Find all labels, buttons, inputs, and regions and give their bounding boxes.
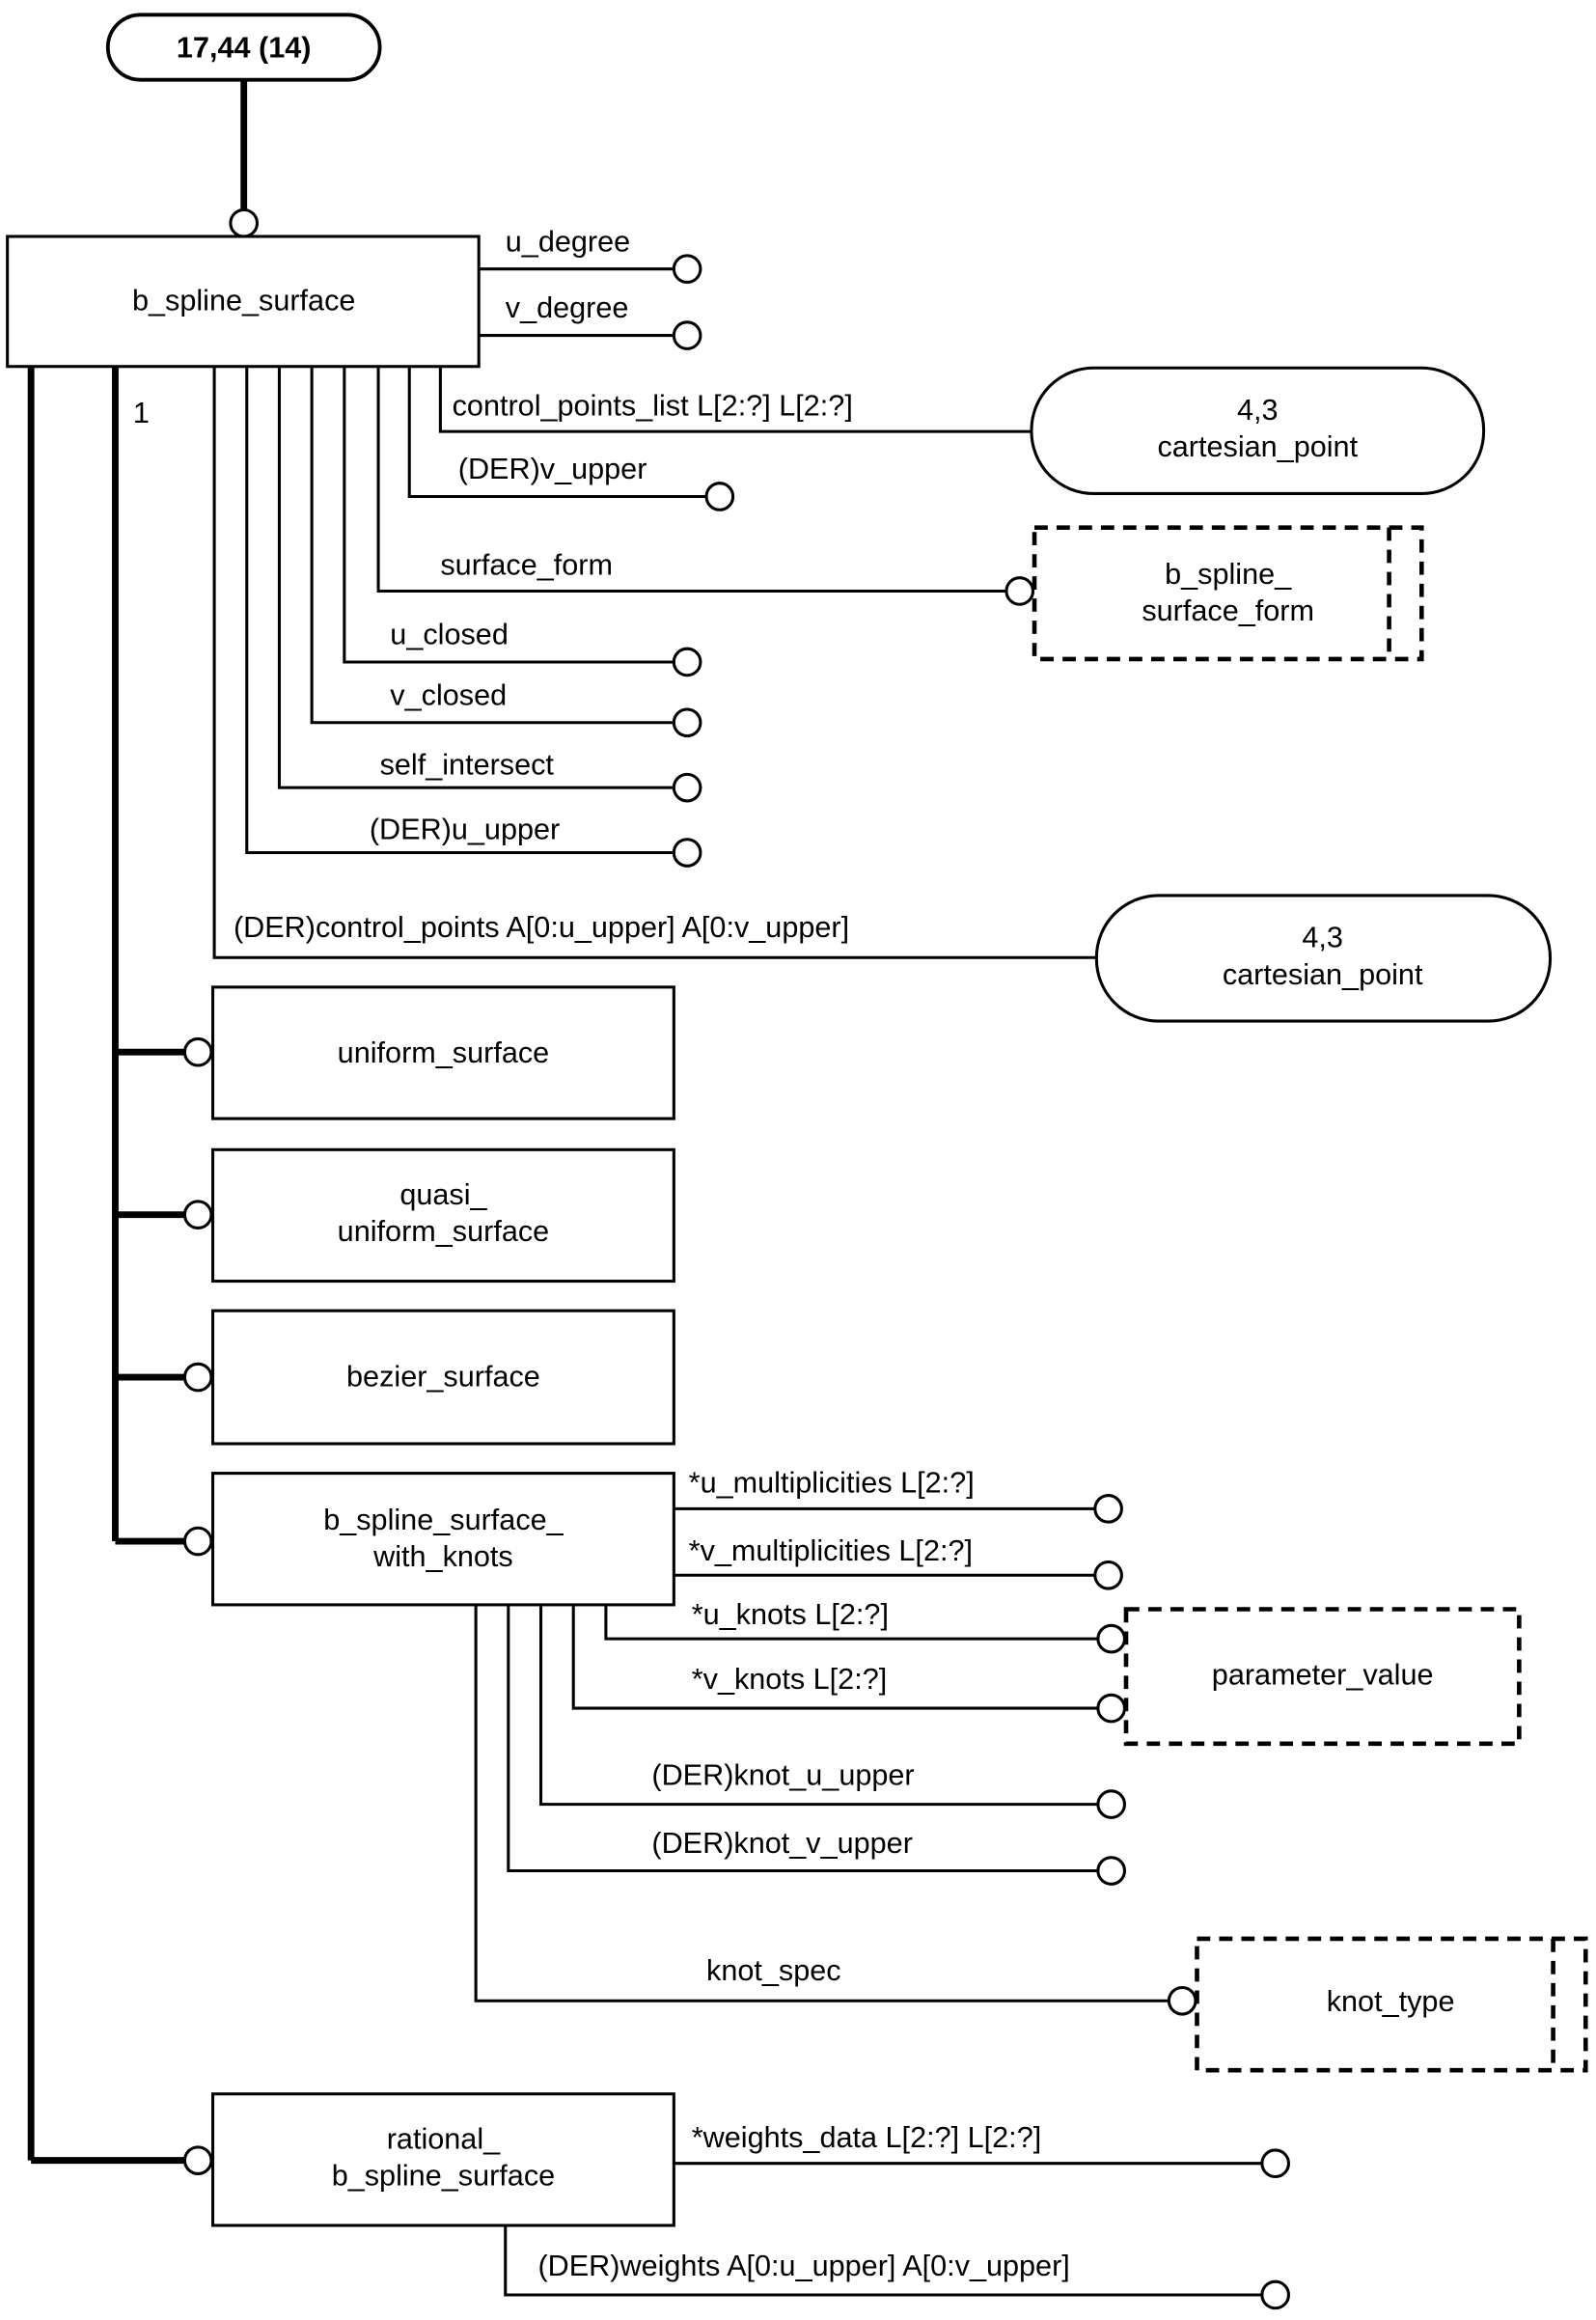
attribute-end-circle — [1096, 1623, 1126, 1654]
attribute-der-v-upper: (DER)v_upper — [458, 453, 647, 485]
entity-label: uniform_surface — [338, 1036, 549, 1069]
subtype-end-circle — [182, 1526, 213, 1557]
page-reference-entity: cartesian_point — [1223, 958, 1423, 991]
type-label: b_spline_ — [1165, 558, 1292, 591]
attribute-v-closed: v_closed — [390, 678, 507, 711]
attribute-end-circle — [672, 707, 702, 738]
entity-label: b_spline_surface — [332, 2160, 555, 2193]
subtype-end-circle — [182, 1200, 213, 1229]
attribute-knot-spec: knot_spec — [706, 1954, 841, 1987]
entity-label: b_spline_surface_ — [323, 1504, 564, 1536]
entity-rational-b-spline-surface[interactable]: rational_ b_spline_surface — [211, 2092, 675, 2227]
attribute-v-multiplicities: *v_multiplicities L[2:?] — [689, 1534, 973, 1567]
type-label: knot_type — [1327, 1985, 1455, 2018]
subtype-end-circle — [182, 1036, 213, 1067]
attribute-end-circle — [672, 647, 702, 677]
attribute-end-circle — [672, 254, 702, 284]
type-label: parameter_value — [1212, 1659, 1434, 1692]
entity-label: bezier_surface — [346, 1360, 540, 1393]
entity-b-spline-surface[interactable]: b_spline_surface — [6, 235, 481, 369]
attribute-end-circle — [1260, 2279, 1290, 2310]
subtype-end-circle — [182, 2145, 213, 2175]
page-reference-cartesian-point-2[interactable]: 4,3 cartesian_point — [1094, 894, 1553, 1023]
entity-label: rational_ — [387, 2122, 501, 2155]
attribute-der-weights: (DER)weights A[0:u_upper] A[0:v_upper] — [537, 2250, 1069, 2282]
entity-label: b_spline_surface — [132, 285, 355, 318]
attribute-end-circle — [1096, 1693, 1126, 1724]
attribute-end-circle — [672, 772, 702, 803]
entity-label: quasi_ — [399, 1178, 487, 1211]
attribute-end-circle — [1004, 576, 1035, 606]
type-label: surface_form — [1142, 594, 1314, 627]
entity-label: with_knots — [372, 1540, 513, 1573]
attribute-der-knot-u-upper: (DER)knot_u_upper — [651, 1759, 914, 1792]
attribute-surface-form: surface_form — [440, 549, 613, 582]
attribute-end-circle — [672, 320, 702, 350]
type-b-spline-surface-form[interactable]: b_spline_ surface_form — [1032, 525, 1424, 662]
attribute-control-points-list: control_points_list L[2:?] L[2:?] — [453, 389, 853, 422]
attribute-end-circle — [1093, 1494, 1123, 1524]
attribute-end-circle — [1260, 2148, 1290, 2179]
attribute-end-circle — [1096, 1856, 1126, 1886]
attribute-u-closed: u_closed — [390, 619, 509, 651]
attribute-v-knots: *v_knots L[2:?] — [692, 1663, 888, 1696]
attribute-self-intersect: self_intersect — [380, 748, 555, 781]
relation-end-circle — [229, 207, 260, 238]
entity-bezier-surface[interactable]: bezier_surface — [211, 1309, 675, 1446]
type-knot-type[interactable]: knot_type — [1195, 1936, 1588, 2073]
page-reference-number: 4,3 — [1237, 394, 1279, 427]
attribute-v-degree: v_degree — [506, 291, 629, 324]
entity-label: uniform_surface — [338, 1215, 549, 1248]
attribute-end-circle — [672, 838, 702, 868]
attribute-end-circle — [1096, 1789, 1126, 1819]
page-reference-top[interactable]: 17,44 (14) — [105, 13, 382, 82]
attribute-u-multiplicities: *u_multiplicities L[2:?] — [689, 1467, 975, 1500]
page-reference-label: 17,44 (14) — [177, 32, 312, 65]
entity-uniform-surface[interactable]: uniform_surface — [211, 985, 675, 1120]
attribute-end-circle — [704, 482, 735, 511]
attribute-end-circle — [1093, 1560, 1123, 1590]
attribute-end-circle — [1167, 1985, 1197, 2016]
oneof-marker: 1 — [133, 397, 150, 429]
entity-quasi-uniform-surface[interactable]: quasi_ uniform_surface — [211, 1147, 675, 1284]
type-parameter-value[interactable]: parameter_value — [1123, 1607, 1522, 1747]
attribute-der-knot-v-upper: (DER)knot_v_upper — [651, 1827, 913, 1860]
attribute-weights-data: *weights_data L[2:?] L[2:?] — [692, 2121, 1042, 2154]
attribute-u-knots: *u_knots L[2:?] — [692, 1598, 889, 1631]
page-reference-cartesian-point-1[interactable]: 4,3 cartesian_point — [1030, 366, 1486, 495]
page-reference-entity: cartesian_point — [1157, 430, 1358, 463]
attribute-u-degree: u_degree — [506, 225, 630, 258]
page-reference-number: 4,3 — [1302, 922, 1343, 954]
attribute-der-u-upper: (DER)u_upper — [370, 814, 560, 846]
attribute-der-control-points: (DER)control_points A[0:u_upper] A[0:v_u… — [234, 911, 849, 944]
entity-b-spline-surface-with-knots[interactable]: b_spline_surface_ with_knots — [211, 1472, 675, 1607]
subtype-end-circle — [182, 1362, 213, 1393]
